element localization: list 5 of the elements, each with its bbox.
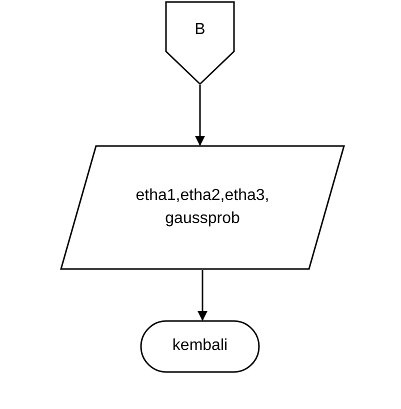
node-label: kembali (172, 336, 228, 356)
arrow (198, 270, 208, 321)
node-label: B (194, 20, 206, 40)
node-label: etha1,etha2,etha3, gaussprob (134, 186, 270, 228)
arrow (195, 85, 205, 146)
